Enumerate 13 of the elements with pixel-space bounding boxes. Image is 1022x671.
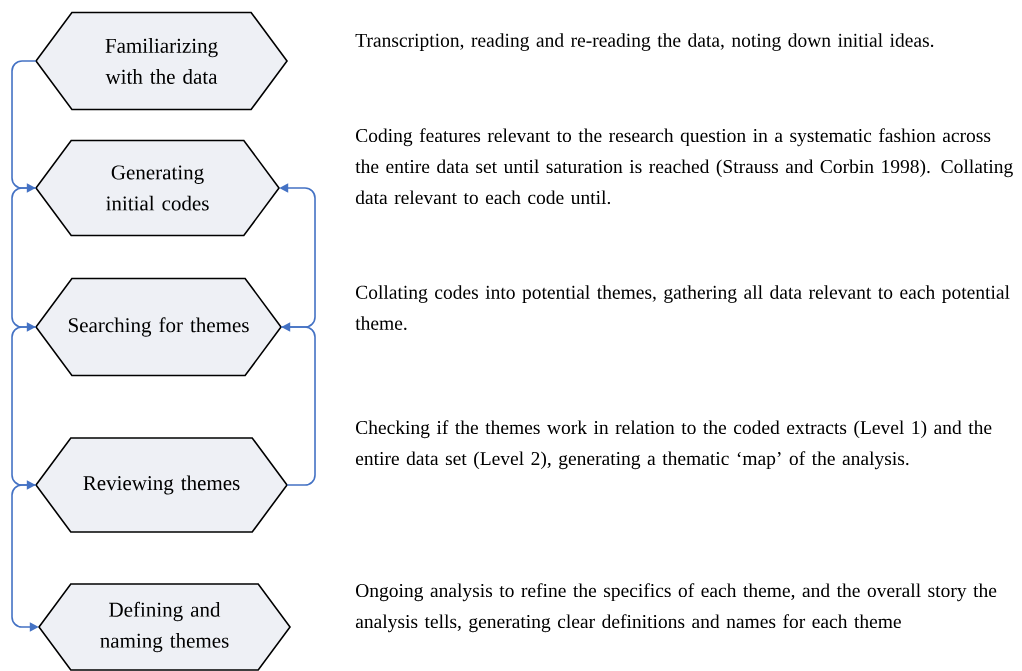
- process-hexagon: Reviewing themes: [35, 437, 288, 533]
- arrow: [11, 187, 37, 332]
- description-text: Transcription, reading and re-reading the data, noting down initial ideas.: [355, 33, 934, 51]
- arrow: [11, 60, 37, 193]
- process-hexagon: Generating initial codes: [35, 139, 280, 237]
- process-hexagon: Searching for themes: [35, 277, 282, 377]
- description-text: Collating codes into potential themes, gathering all data relevant to each potential theme.: [355, 285, 1010, 330]
- description-text: Coding features relevant to the research question in a systematic fashion across the entire data set until saturation is reached (Strauss and Corbin 1998). Collating data relevant to each code until.: [355, 128, 1013, 205]
- process-hexagon: Defining and naming themes: [38, 583, 291, 671]
- process-hexagon: Familiarizing with the data: [35, 11, 288, 111]
- description-text: Ongoing analysis to refine the specifics of each theme, and the overall story the analysis tells, generating clear definitions and names for each theme: [355, 583, 997, 633]
- description-text: Checking if the themes work in relation to the coded extracts (Level 1) and the entire data set (Level 2), generating a thematic ‘map’ of the analysis.: [356, 420, 992, 470]
- arrow: [11, 326, 37, 490]
